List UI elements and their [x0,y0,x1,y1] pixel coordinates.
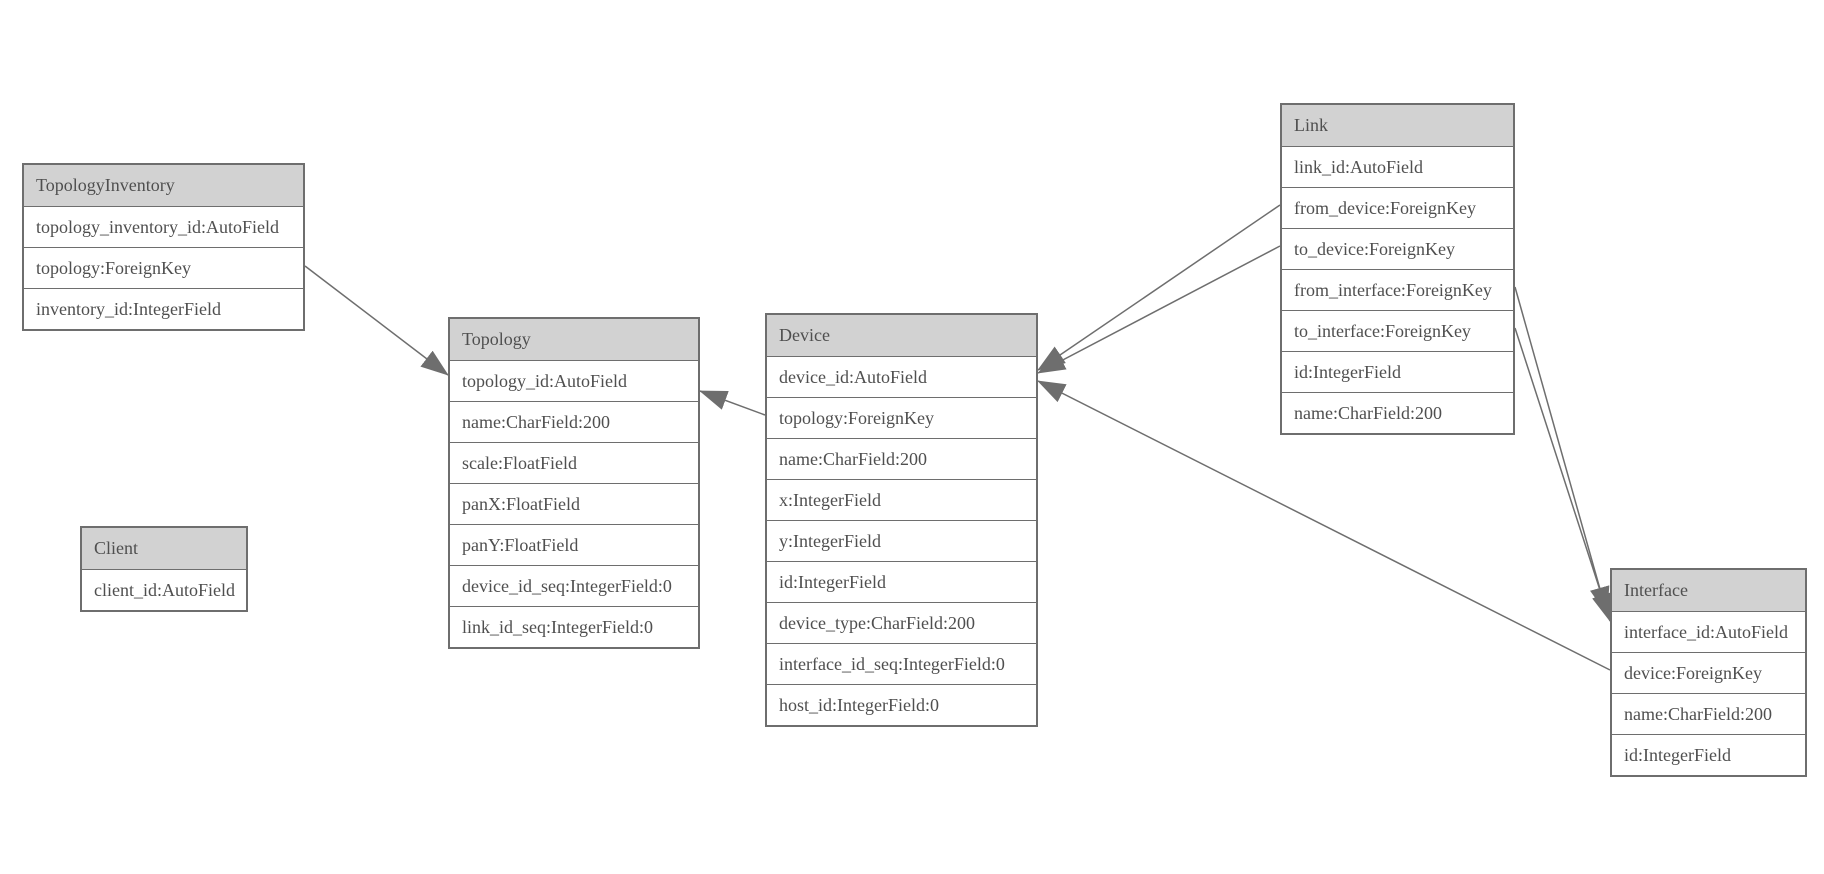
entity-topologyinventory-title: TopologyInventory [24,165,303,206]
entity-topologyinventory: TopologyInventory topology_inventory_id:… [22,163,305,331]
field-row: scale:FloatField [450,442,698,483]
field-row: panX:FloatField [450,483,698,524]
field-row: id:IntegerField [1612,734,1805,775]
field-row: device_type:CharField:200 [767,602,1036,643]
field-row: inventory_id:IntegerField [24,288,303,329]
entity-client-fields: client_id:AutoField [82,569,246,610]
entity-client-title: Client [82,528,246,569]
relationship-line-topologyinventory-topology [304,265,449,376]
field-row: client_id:AutoField [82,569,246,610]
field-row: name:CharField:200 [450,401,698,442]
field-row: device_id:AutoField [767,356,1036,397]
relationship-line-link-tointerface-interface [1514,327,1612,622]
entity-interface-title: Interface [1612,570,1805,611]
field-row: device_id_seq:IntegerField:0 [450,565,698,606]
field-row: from_interface:ForeignKey [1282,269,1513,310]
relationship-line-device-topology [699,390,766,416]
field-row: host_id:IntegerField:0 [767,684,1036,725]
entity-topology-title: Topology [450,319,698,360]
field-row: name:CharField:200 [1282,392,1513,433]
field-row: link_id:AutoField [1282,146,1513,187]
field-row: name:CharField:200 [767,438,1036,479]
field-row: x:IntegerField [767,479,1036,520]
field-row: to_interface:ForeignKey [1282,310,1513,351]
relationship-line-link-todevice-device [1037,245,1281,374]
entity-client: Client client_id:AutoField [80,526,248,612]
field-row: link_id_seq:IntegerField:0 [450,606,698,647]
relationship-line-interface-device [1037,380,1611,671]
field-row: from_device:ForeignKey [1282,187,1513,228]
field-row: panY:FloatField [450,524,698,565]
field-row: topology_id:AutoField [450,360,698,401]
field-row: topology:ForeignKey [767,397,1036,438]
field-row: topology:ForeignKey [24,247,303,288]
field-row: topology_inventory_id:AutoField [24,206,303,247]
field-row: to_device:ForeignKey [1282,228,1513,269]
relationship-line-link-frominterface-interface [1514,286,1610,615]
field-row: id:IntegerField [1282,351,1513,392]
entity-device-title: Device [767,315,1036,356]
field-row: y:IntegerField [767,520,1036,561]
field-row: device:ForeignKey [1612,652,1805,693]
entity-link-title: Link [1282,105,1513,146]
field-row: name:CharField:200 [1612,693,1805,734]
field-row: id:IntegerField [767,561,1036,602]
relationship-line-link-fromdevice-device [1037,204,1281,371]
field-row: interface_id:AutoField [1612,611,1805,652]
field-row: interface_id_seq:IntegerField:0 [767,643,1036,684]
